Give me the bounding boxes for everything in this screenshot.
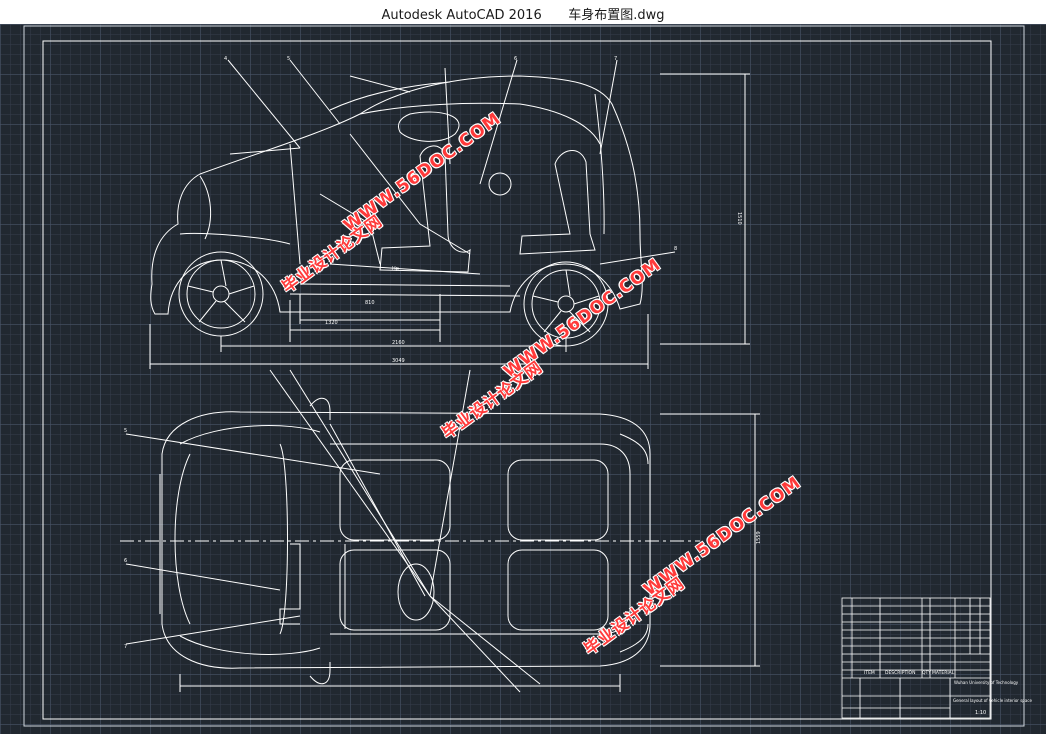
dim-width: 1559: [756, 531, 762, 544]
inner-frame: [42, 40, 992, 720]
callout-top-6: 6: [124, 558, 127, 564]
callout-7: 7: [614, 56, 617, 62]
callout-top-5: 5: [124, 428, 127, 434]
tb-title: General layout of vehicle interior space: [953, 698, 1033, 703]
callout-5: 5: [287, 56, 290, 62]
window-title: Autodesk AutoCAD 2016 车身布置图.dwg: [0, 4, 1046, 23]
tb-scale: 1:10: [975, 710, 986, 716]
dim-length: 3049: [392, 358, 405, 364]
side-view: [149, 59, 750, 369]
dim-height: 1510: [736, 212, 742, 225]
callout-4: 4: [224, 56, 227, 62]
file-name: 车身布置图.dwg: [568, 8, 665, 23]
dim-seat-2: 1320: [325, 320, 338, 326]
tb-item: ITEM: [864, 670, 875, 676]
tb-qty: QTY: [922, 670, 931, 676]
dim-seat-1: 810: [365, 300, 375, 306]
outer-frame: [23, 25, 1025, 727]
callout-6: 6: [514, 56, 517, 62]
callout-8: 8: [674, 246, 677, 252]
top-view: [120, 369, 760, 693]
tb-description: DESCRIPTION: [885, 670, 915, 676]
title-bar: Autodesk AutoCAD 2016 车身布置图.dwg: [0, 0, 1046, 25]
callout-top-7: 7: [124, 644, 127, 650]
tb-material: MATERIAL: [932, 670, 955, 676]
drawing-canvas[interactable]: 1510 2160 3049 1559 810 1320 Hp ITEM DES…: [0, 24, 1046, 734]
tb-org: Wuhan University of Technology: [954, 680, 1019, 685]
cad-drawing: 1510 2160 3049 1559 810 1320 Hp ITEM DES…: [23, 25, 1033, 727]
app-name: Autodesk AutoCAD 2016: [381, 8, 542, 23]
dim-wheelbase: 2160: [392, 340, 405, 346]
title-block: [841, 597, 991, 719]
label-hp: Hp: [392, 266, 399, 272]
